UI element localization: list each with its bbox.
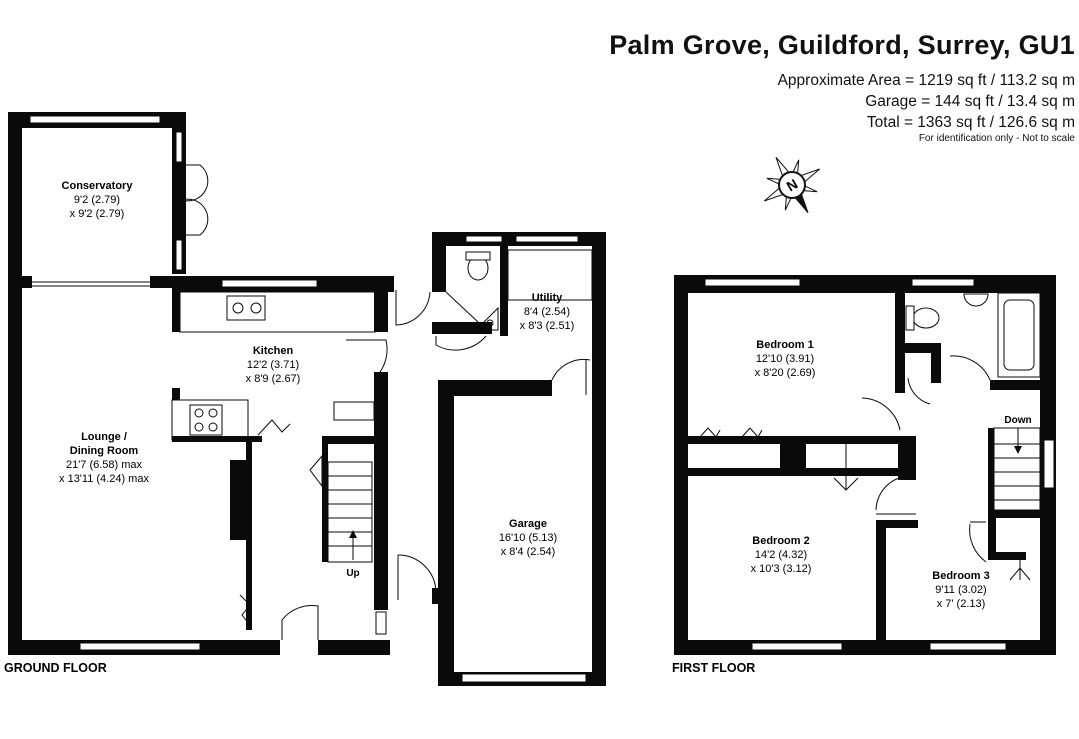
- room-dim-lounge-1: 21'7 (6.58) max: [66, 459, 143, 471]
- garage-area: Garage = 144 sq ft / 13.4 sq m: [865, 93, 1075, 110]
- room-dim-garage-2: x 8'4 (2.54): [501, 546, 556, 558]
- room-name-bedroom-1: Bedroom 1: [756, 339, 813, 351]
- room-dim-kitchen-2: x 8'9 (2.67): [246, 373, 301, 385]
- ground-floor-labels: Conservatory 9'2 (2.79) x 9'2 (2.79) Kit…: [4, 180, 574, 675]
- room-dim-kitchen-1: 12'2 (3.71): [247, 359, 299, 371]
- room-dim-lounge-2: x 13'11 (4.24) max: [59, 473, 149, 485]
- property-title: Palm Grove, Guildford, Surrey, GU1: [609, 30, 1075, 60]
- floor-label-ground: GROUND FLOOR: [4, 661, 107, 675]
- room-name-utility: Utility: [532, 292, 563, 304]
- room-dim-garage-1: 16'10 (5.13): [499, 532, 557, 544]
- first-floor-plan: [674, 275, 1056, 655]
- room-dim-bedroom-2-2: x 10'3 (3.12): [751, 563, 812, 575]
- room-name-conservatory: Conservatory: [62, 180, 134, 192]
- room-name-kitchen: Kitchen: [253, 345, 294, 357]
- compass-icon: N: [763, 156, 821, 214]
- room-name-lounge: Lounge /: [81, 431, 127, 443]
- room-dim-bedroom-2-1: 14'2 (4.32): [755, 549, 807, 561]
- room-dim-bedroom-3-1: 9'11 (3.02): [935, 584, 986, 596]
- room-name-bedroom-2: Bedroom 2: [752, 535, 809, 547]
- stair-label-up: Up: [346, 568, 359, 579]
- room-name-bedroom-3: Bedroom 3: [932, 570, 989, 582]
- total-area: Total = 1363 sq ft / 126.6 sq m: [866, 114, 1075, 131]
- room-dim-conservatory-2: x 9'2 (2.79): [70, 208, 125, 220]
- floor-label-first: FIRST FLOOR: [672, 661, 755, 675]
- room-dim-bedroom-1-2: x 8'20 (2.69): [755, 367, 816, 379]
- first-floor-labels: Bedroom 1 12'10 (3.91) x 8'20 (2.69) Bed…: [672, 339, 1032, 675]
- room-name-garage: Garage: [509, 518, 547, 530]
- room-dim-utility-1: 8'4 (2.54): [524, 306, 570, 318]
- ground-floor-plan: [8, 112, 606, 686]
- stair-label-down: Down: [1004, 415, 1031, 426]
- room-dim-bedroom-1-1: 12'10 (3.91): [756, 353, 814, 365]
- approximate-area: Approximate Area = 1219 sq ft / 113.2 sq…: [777, 72, 1075, 89]
- room-dim-conservatory-1: 9'2 (2.79): [74, 194, 120, 206]
- room-name-dining-room: Dining Room: [70, 445, 139, 457]
- room-dim-utility-2: x 8'3 (2.51): [520, 320, 575, 332]
- room-dim-bedroom-3-2: x 7' (2.13): [937, 598, 986, 610]
- disclaimer-note: For identification only - Not to scale: [918, 133, 1075, 144]
